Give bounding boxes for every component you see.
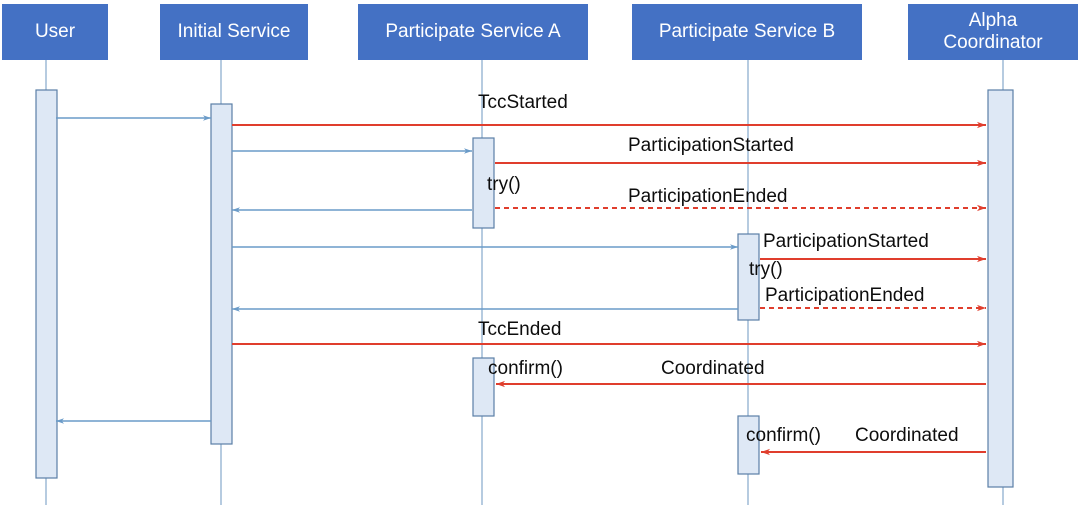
activation-bar-serviceB — [737, 233, 760, 321]
message-label-m11: ParticipationEnded — [765, 285, 925, 306]
message-label-m2: TccStarted — [478, 92, 568, 113]
participant-label: Alpha Coordinator — [943, 10, 1043, 53]
message-label-m15: confirm() — [488, 358, 563, 379]
message-label-m5: try() — [487, 174, 521, 195]
participant-label: Participate Service B — [658, 21, 836, 42]
activations-group — [35, 89, 1014, 488]
activation-bar-serviceB — [737, 415, 760, 475]
message-label-m9: ParticipationStarted — [763, 231, 929, 252]
messages-group — [56, 115, 986, 456]
activation-bar-serviceA — [472, 137, 495, 229]
participant-label: Initial Service — [177, 21, 291, 42]
activation-bar-user — [35, 89, 58, 479]
message-label-m10: try() — [749, 259, 783, 280]
message-label-m6: ParticipationEnded — [628, 186, 788, 207]
activation-bar-serviceA — [472, 357, 495, 417]
participant-header-user[interactable]: User — [2, 4, 108, 60]
participant-label: Participate Service A — [385, 21, 561, 42]
participant-header-initial[interactable]: Initial Service — [160, 4, 308, 60]
message-label-m4: ParticipationStarted — [628, 135, 794, 156]
activation-bar-initial — [210, 103, 233, 445]
message-label-m16: Coordinated — [855, 425, 959, 446]
participant-header-coordinator[interactable]: Alpha Coordinator — [908, 4, 1078, 60]
activation-bar-coordinator — [987, 89, 1014, 488]
participant-label: User — [34, 21, 76, 42]
participant-header-serviceB[interactable]: Participate Service B — [632, 4, 862, 60]
message-label-m14: Coordinated — [661, 358, 765, 379]
message-label-m13: TccEnded — [478, 319, 562, 340]
message-label-m17: confirm() — [746, 425, 821, 446]
participant-header-serviceA[interactable]: Participate Service A — [358, 4, 588, 60]
